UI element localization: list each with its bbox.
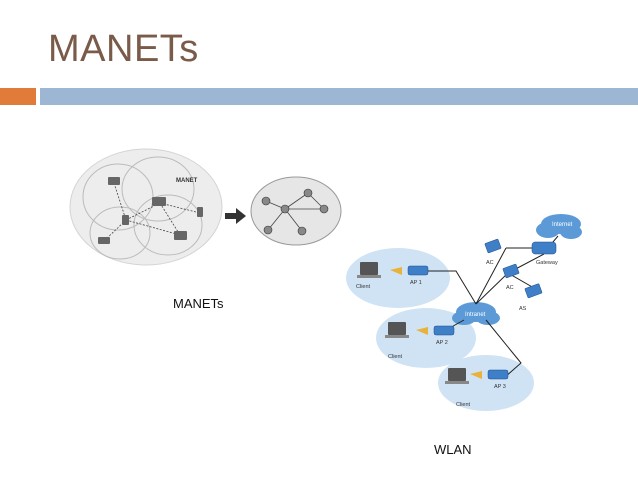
gateway-label: Gateway [536,260,558,266]
laptop-icon [152,197,166,206]
client-label-2: Client [388,354,403,360]
intranet-label: Intranet [465,312,486,318]
access-point-icon [433,325,455,336]
pda-icon [197,207,203,217]
ac-switch-icon [484,238,502,254]
internet-cloud-icon [536,214,582,239]
coverage-circle [133,194,203,256]
graph-node [303,188,313,198]
graph-area [250,176,342,246]
gateway-router-icon [531,241,557,255]
laptop-icon [108,177,120,185]
manet-label: MANET [176,178,198,184]
laptop-icon [174,231,187,240]
caption-wlan: WLAN [434,442,472,457]
graph-node [319,204,329,214]
ap1-label: AP 1 [410,280,422,286]
laptop-icon [98,237,110,244]
coverage-circle [121,156,195,222]
ap3-label: AP 3 [494,384,506,390]
coverage-circle [89,206,151,260]
slide-title: MANETs [48,28,199,70]
caption-manets: MANETs [173,296,224,311]
arrow-right-icon [225,208,246,224]
access-point-icon [407,265,429,276]
wlan-figure: Internet Intranet [346,214,582,411]
client-label-3: Client [456,402,471,408]
ap2-label: AP 2 [436,340,448,346]
graph-node [280,204,290,214]
as-label: AS [519,306,527,312]
manet-figure: MANET [69,148,342,266]
phone-icon [122,215,129,225]
ac-switch-icon [502,263,520,279]
client-laptop-icon [448,368,466,381]
title-accent-blue [40,88,638,105]
title-accent-orange [0,88,36,105]
client-laptop-icon [388,322,406,335]
graph-node [297,226,307,236]
wifi-signal-icon [416,327,428,335]
access-point-icon [487,369,509,380]
graph-node [263,225,273,235]
client-laptop-icon [360,262,378,275]
graph-node [261,196,271,206]
intranet-cloud-icon [452,302,500,325]
ac-label-top: AC [486,260,494,266]
client-label-1: Client [356,284,371,290]
wifi-signal-icon [470,371,482,379]
wifi-signal-icon [390,267,402,275]
as-server-icon [524,283,543,299]
internet-label: Internet [552,222,573,228]
ac-label-mid: AC [506,285,514,291]
